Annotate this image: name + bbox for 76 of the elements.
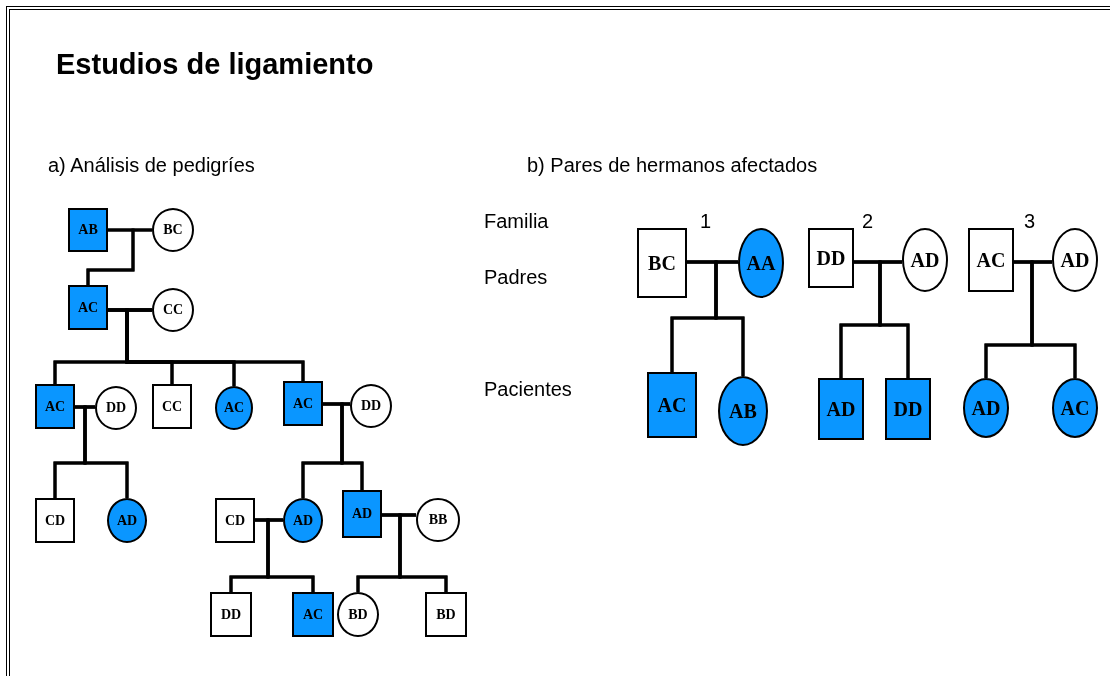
affected-female-symbol (1052, 378, 1098, 438)
descent-line (340, 402, 364, 490)
genotype-label: BB (428, 512, 448, 528)
genotype-label: AC (44, 398, 66, 415)
genotype-label: AC (77, 299, 99, 316)
affected-male-symbol (68, 285, 108, 330)
genotype-label: BD (348, 606, 368, 623)
genotype-label: AC (1060, 396, 1090, 420)
affected-female-symbol (283, 498, 323, 543)
affected-male-symbol (818, 378, 864, 440)
affected-male-symbol (342, 490, 382, 538)
genotype-label: CC (161, 398, 183, 415)
affected-male-symbol (292, 592, 334, 637)
family-number: 3 (1024, 210, 1036, 233)
genotype-label: BC (648, 251, 676, 275)
affected-female-symbol (107, 498, 147, 543)
descent-line (266, 518, 315, 592)
genotype-label: AD (826, 397, 856, 421)
section-heading: a) Análisis de pedigríes (48, 154, 255, 177)
affected-female-symbol (215, 386, 253, 430)
genotype-label: AC (302, 606, 324, 623)
genotype-label: DD (893, 397, 923, 421)
genotype-label: AC (657, 393, 687, 417)
female-symbol (416, 498, 460, 542)
affected-male-symbol (885, 378, 931, 440)
row-label: Pacientes (484, 378, 572, 401)
descent-line (1030, 260, 1077, 378)
genotype-label: AC (223, 400, 245, 416)
genotype-label: BD (436, 606, 456, 623)
genotype-label: AC (292, 395, 314, 412)
descent-line (86, 228, 152, 285)
genotype-label: DD (220, 606, 242, 623)
male-symbol (215, 498, 255, 543)
genotype-label: AD (971, 396, 1001, 420)
genotype-label: AD (116, 512, 138, 529)
descent-line (398, 513, 448, 592)
genotype-label: DD (360, 398, 382, 414)
female-symbol (95, 386, 137, 430)
female-symbol (350, 384, 392, 428)
genotype-label: CD (224, 512, 246, 529)
genotype-label: AD (351, 506, 373, 522)
genotype-label: AD (292, 512, 314, 529)
male-symbol (35, 498, 75, 543)
male-symbol (637, 228, 687, 298)
descent-line (878, 260, 910, 378)
female-symbol (152, 288, 194, 332)
affected-female-symbol (963, 378, 1009, 438)
genotype-label: AC (976, 248, 1006, 272)
genotype-label: AD (910, 248, 940, 272)
female-symbol (152, 208, 194, 252)
genotype-label: AD (1060, 248, 1090, 272)
row-label: Padres (484, 266, 548, 289)
section-heading: b) Pares de hermanos afectados (527, 154, 818, 177)
genotype-label: DD (105, 400, 127, 416)
male-symbol (152, 384, 192, 429)
descent-line (714, 260, 745, 376)
male-symbol (210, 592, 252, 637)
genotype-label: CD (44, 512, 66, 529)
male-symbol (425, 592, 467, 637)
affected-male-symbol (68, 208, 108, 252)
genotype-label: CC (162, 302, 184, 318)
affected-male-symbol (283, 381, 323, 426)
family-number: 2 (862, 210, 874, 233)
row-label: Familia (484, 210, 549, 233)
affected-male-symbol (647, 372, 697, 438)
affected-male-symbol (35, 384, 75, 429)
female-symbol (337, 592, 379, 637)
genotype-label: BC (163, 222, 183, 238)
family-number: 1 (700, 210, 712, 233)
male-symbol (968, 228, 1014, 292)
title: Estudios de ligamiento (56, 48, 374, 81)
genotype-label: DD (816, 246, 846, 270)
genotype-label: AA (746, 251, 776, 275)
male-symbol (808, 228, 854, 288)
genotype-label: AB (78, 222, 98, 238)
genotype-label: AB (729, 399, 757, 423)
